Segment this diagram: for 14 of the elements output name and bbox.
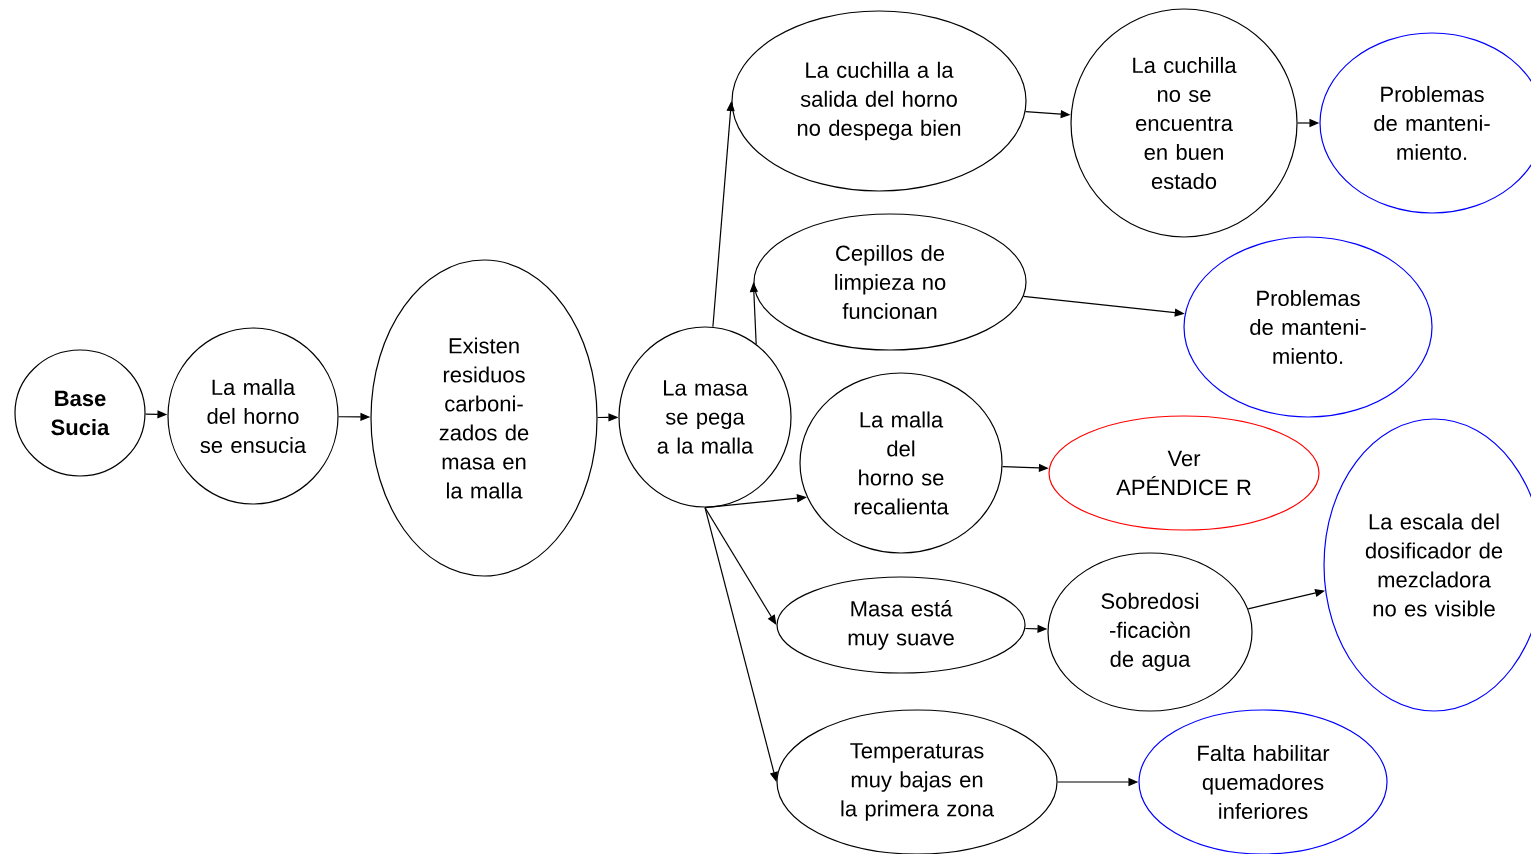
ellipse-node: Base Sucia bbox=[14, 349, 146, 477]
ellipse-node: La cuchilla a la salida del horno no despega bien bbox=[731, 10, 1027, 192]
ellipse-node: La malla del horno se ensucia bbox=[167, 327, 339, 505]
ellipse-node: Cepillos de limpieza no funcionan bbox=[753, 213, 1027, 351]
ellipse-node: Sobredosi -ficaciòn de agua bbox=[1047, 552, 1253, 712]
ellipse-node: La cuchilla no se encuentra en buen estado bbox=[1070, 8, 1298, 238]
ellipse-node: Problemas de manteni- miento. bbox=[1183, 236, 1433, 418]
arrow bbox=[704, 507, 778, 782]
ellipse-node: La masa se pega a la malla bbox=[618, 326, 792, 508]
ellipse-node: Ver APÉNDICE R bbox=[1048, 415, 1320, 531]
ellipse-node: Existen residuos carboni- zados de masa en la malla bbox=[370, 259, 598, 577]
ellipse-node: Masa está muy suave bbox=[776, 576, 1026, 674]
arrow bbox=[704, 507, 777, 625]
ellipse-node: La malla del horno se recalienta bbox=[799, 372, 1003, 554]
